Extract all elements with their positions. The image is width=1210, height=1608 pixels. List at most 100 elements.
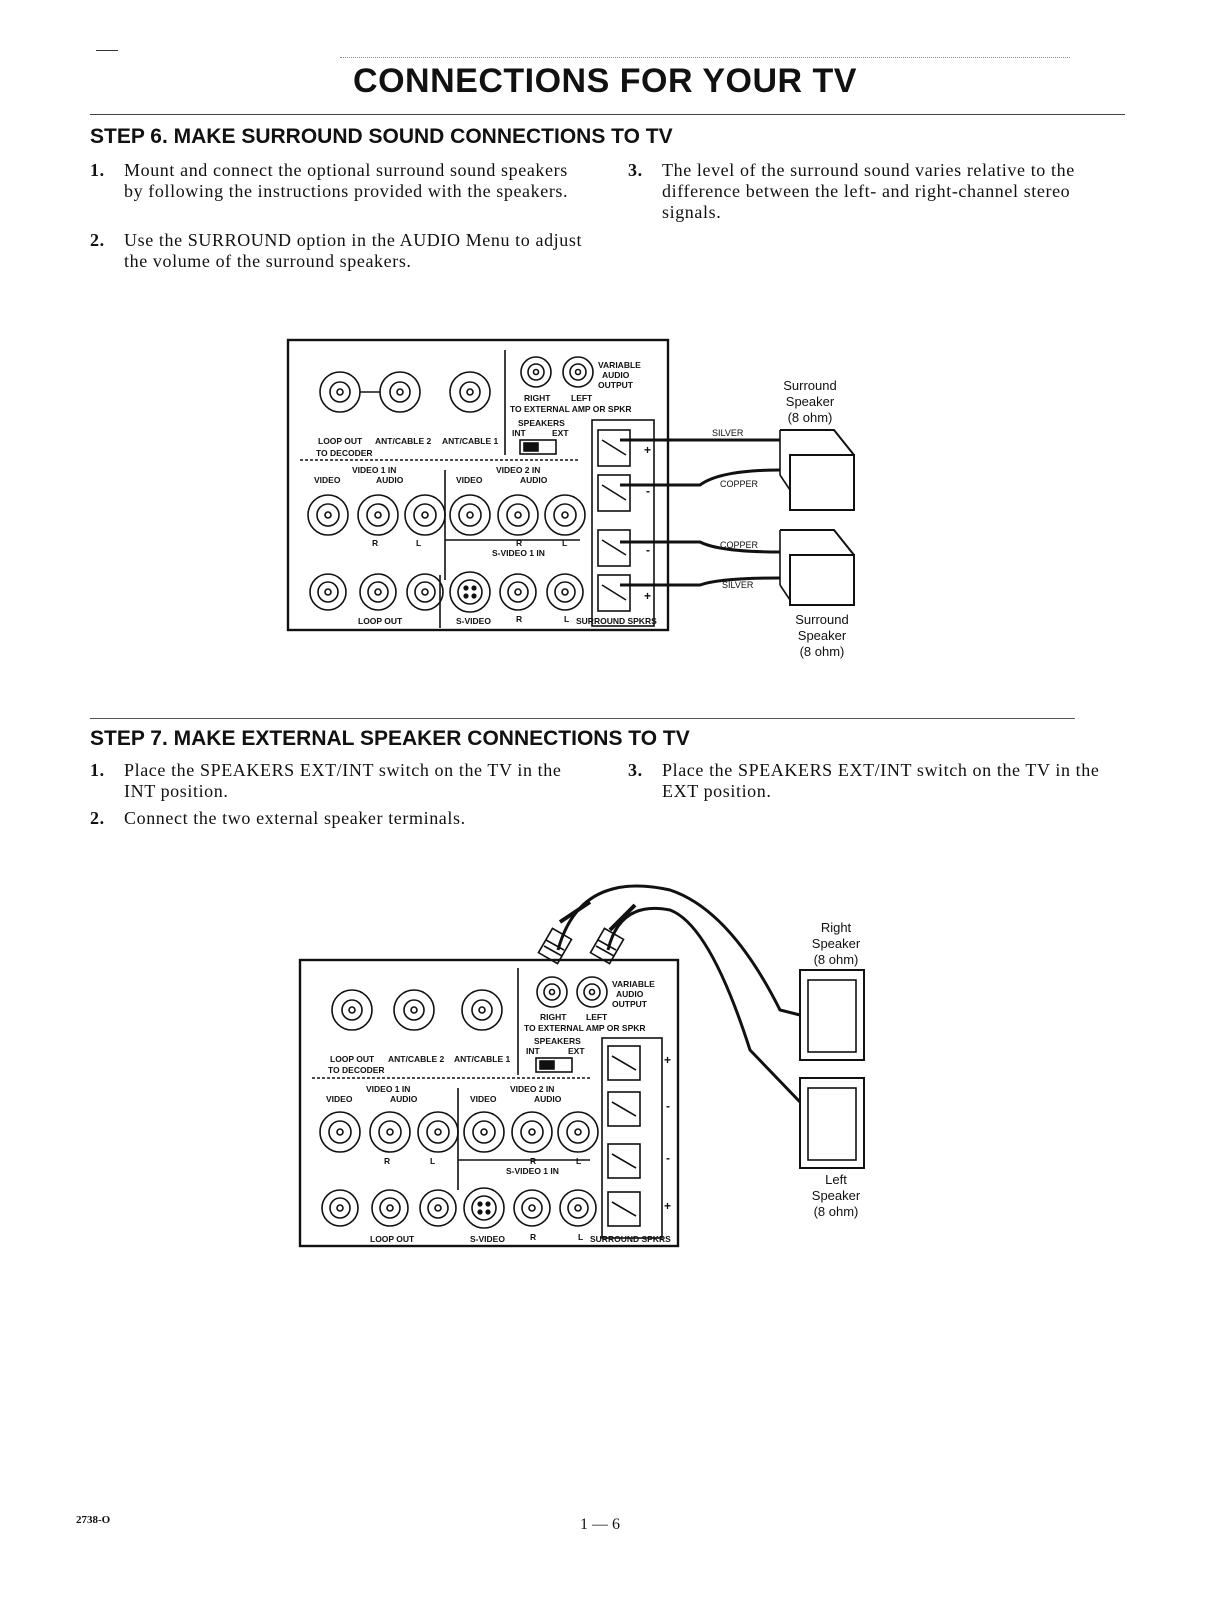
corner-mark bbox=[96, 50, 118, 51]
panel-label: TO EXTERNAL AMP OR SPKR bbox=[524, 1023, 646, 1033]
rca-jack-icon bbox=[371, 1189, 409, 1227]
item-text: Place the SPEAKERS EXT/INT switch on the… bbox=[124, 760, 562, 801]
step6-item-2: 2. Use the SURROUND option in the AUDIO … bbox=[90, 230, 586, 274]
panel-label: VIDEO bbox=[314, 475, 341, 485]
panel-label: - bbox=[666, 1099, 670, 1113]
rca-jack-icon bbox=[321, 1189, 359, 1227]
panel-label: EXT bbox=[568, 1046, 585, 1056]
item-number: 2. bbox=[90, 230, 105, 250]
panel-label: - bbox=[646, 543, 650, 557]
panel-label: SPEAKERS bbox=[518, 418, 565, 428]
surround-terminal-block bbox=[591, 419, 655, 627]
step7-item-1: 1. Place the SPEAKERS EXT/INT switch on … bbox=[90, 760, 586, 804]
panel-label: LOOP OUT bbox=[330, 1054, 375, 1064]
panel-label: AUDIO bbox=[616, 989, 644, 999]
int-ext-switch bbox=[535, 1057, 573, 1073]
panel-label: S-VIDEO 1 IN bbox=[506, 1166, 559, 1176]
rca-jack-icon bbox=[513, 1189, 551, 1227]
panel-label: ANT/CABLE 2 bbox=[375, 436, 431, 446]
rca-jack-icon bbox=[511, 1111, 553, 1153]
surround-connection-diagram: SILVER COPPER COPPER SILVER VARIABLE AUD… bbox=[286, 338, 855, 632]
section-rule bbox=[90, 718, 1075, 719]
panel-label: OUTPUT bbox=[612, 999, 648, 1009]
label-line: Left bbox=[825, 1172, 847, 1187]
panel-label: VIDEO bbox=[456, 475, 483, 485]
rca-jack-icon bbox=[404, 494, 446, 536]
antenna-connector-icon bbox=[331, 989, 373, 1031]
item-text: Mount and connect the optional surround … bbox=[124, 160, 569, 201]
step7-item-2: 2. Connect the two external speaker term… bbox=[90, 808, 586, 830]
surround-speaker-icon bbox=[779, 529, 855, 606]
rca-jack-icon bbox=[557, 1111, 599, 1153]
label-line: Right bbox=[820, 920, 852, 935]
item-number: 3. bbox=[628, 160, 643, 180]
item-number: 2. bbox=[90, 808, 105, 828]
panel-label: SURROUND SPKRS bbox=[576, 616, 657, 626]
rca-jack-icon bbox=[559, 1189, 597, 1227]
panel-label: SPEAKERS bbox=[534, 1036, 581, 1046]
panel-label: TO DECODER bbox=[328, 1065, 385, 1075]
panel-label: OUTPUT bbox=[598, 380, 634, 390]
panel-label: AUDIO bbox=[520, 475, 548, 485]
panel-label: ANT/CABLE 2 bbox=[388, 1054, 444, 1064]
panel-label: VIDEO 1 IN bbox=[352, 465, 396, 475]
panel-label: VIDEO 2 IN bbox=[510, 1084, 554, 1094]
panel-label: S-VIDEO bbox=[456, 616, 491, 626]
rca-jack-icon bbox=[520, 356, 552, 388]
panel-label: AUDIO bbox=[390, 1094, 418, 1104]
panel-label: + bbox=[664, 1199, 671, 1213]
int-ext-switch bbox=[519, 439, 557, 455]
item-number: 3. bbox=[628, 760, 643, 780]
item-number: 1. bbox=[90, 160, 105, 180]
panel-label: R bbox=[516, 614, 522, 624]
label-line: (8 ohm) bbox=[813, 1204, 859, 1219]
panel-label: R bbox=[384, 1156, 390, 1166]
rca-jack-icon bbox=[417, 1111, 459, 1153]
panel-label: RIGHT bbox=[540, 1012, 567, 1022]
right-speaker-icon bbox=[799, 969, 865, 1061]
label-line: Speaker bbox=[797, 628, 847, 643]
rca-jack-icon bbox=[546, 573, 584, 611]
antenna-connector-icon bbox=[461, 989, 503, 1031]
rca-jack-icon bbox=[359, 573, 397, 611]
panel-label: INT bbox=[526, 1046, 541, 1056]
top-rule bbox=[340, 57, 1070, 58]
antenna-connector-icon bbox=[379, 371, 421, 413]
panel-label: R bbox=[530, 1156, 536, 1166]
panel-label: AUDIO bbox=[376, 475, 404, 485]
step6-item-3: 3. The level of the surround sound varie… bbox=[628, 160, 1126, 226]
right-speaker-label: Right Speaker (8 ohm) bbox=[796, 920, 876, 968]
rca-jack-icon bbox=[576, 976, 608, 1008]
tv-rear-panel bbox=[298, 958, 680, 1248]
rca-jack-icon bbox=[562, 356, 594, 388]
panel-label: SURROUND SPKRS bbox=[590, 1234, 671, 1244]
antenna-connector-icon bbox=[319, 371, 361, 413]
panel-label: L bbox=[576, 1156, 581, 1166]
external-speaker-diagram: VARIABLE AUDIO OUTPUT RIGHT LEFT TO EXTE… bbox=[298, 884, 865, 1248]
left-speaker-icon bbox=[799, 1077, 865, 1169]
page-title: CONNECTIONS FOR YOUR TV bbox=[353, 62, 857, 100]
panel-label: L bbox=[416, 538, 421, 548]
panel-label: VIDEO bbox=[326, 1094, 353, 1104]
rca-jack-icon bbox=[309, 573, 347, 611]
antenna-connector-icon bbox=[449, 371, 491, 413]
wire-label: SILVER bbox=[722, 580, 754, 590]
rca-jack-icon bbox=[497, 494, 539, 536]
item-number: 1. bbox=[90, 760, 105, 780]
surround-speaker-icon bbox=[779, 429, 855, 511]
panel-label: - bbox=[646, 484, 650, 498]
rca-jack-icon bbox=[307, 494, 349, 536]
speaker-label-bottom: Surround Speaker (8 ohm) bbox=[782, 612, 862, 660]
rca-jack-icon bbox=[369, 1111, 411, 1153]
panel-label: R bbox=[516, 538, 522, 548]
panel-label: - bbox=[666, 1151, 670, 1165]
panel-label: LOOP OUT bbox=[370, 1234, 415, 1244]
step7-item-3: 3. Place the SPEAKERS EXT/INT switch on … bbox=[628, 760, 1126, 804]
panel-label: LEFT bbox=[586, 1012, 608, 1022]
rca-jack-icon bbox=[419, 1189, 457, 1227]
panel-label: LEFT bbox=[571, 393, 593, 403]
step6-heading: STEP 6. MAKE SURROUND SOUND CONNECTIONS … bbox=[90, 125, 673, 148]
panel-label: + bbox=[664, 1053, 671, 1067]
rca-jack-icon bbox=[463, 1111, 505, 1153]
left-speaker-label: Left Speaker (8 ohm) bbox=[796, 1172, 876, 1220]
